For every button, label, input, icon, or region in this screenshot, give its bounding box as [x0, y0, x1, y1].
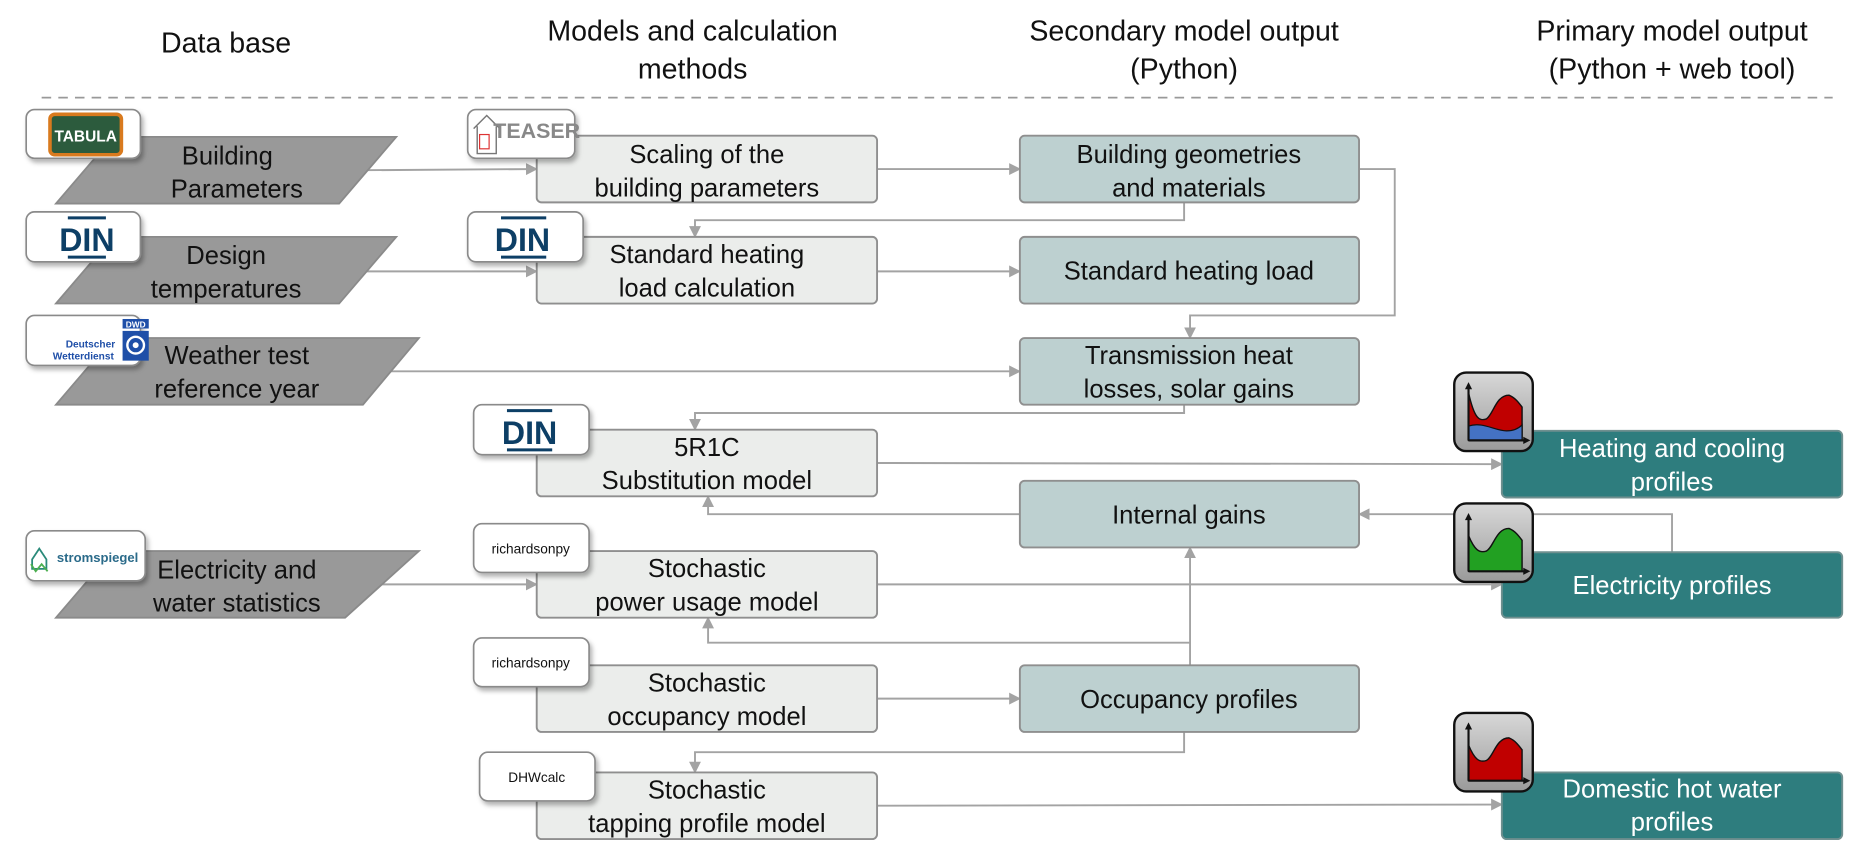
primary-electricity-profiles: Electricity profiles [1500, 551, 1844, 619]
secondary-standard-heating-load: Standard heating load [1018, 235, 1360, 305]
stromspiegel-logo: stromspiegel [25, 529, 147, 582]
dwd-logo: DWD Deutscher Wetterdienst [25, 314, 149, 367]
connectors [362, 163, 1673, 811]
svg-text:TABULA: TABULA [54, 129, 116, 146]
svg-text:DWD: DWD [126, 319, 146, 329]
secondary-internal-gains: Internal gains [1018, 479, 1360, 549]
header-secondary: Secondary model output(Python) [1029, 16, 1339, 86]
din-logo: DIN [472, 403, 590, 456]
din-logo: DIN [466, 211, 584, 263]
tabula-logo: TABULA [25, 108, 142, 160]
dhwcalc-tag: DHWcalc [478, 751, 596, 802]
svg-text:DIN: DIN [59, 222, 114, 258]
teaser-logo: TEASER [466, 108, 581, 160]
svg-text:DIN: DIN [495, 222, 550, 258]
svg-text:richardsonpy: richardsonpy [492, 541, 570, 556]
secondary-occupancy-profiles: Occupancy profiles [1018, 664, 1360, 733]
heating-cooling-chart-icon [1453, 371, 1534, 453]
svg-text:TEASER: TEASER [493, 119, 580, 143]
svg-text:richardsonpy: richardsonpy [492, 656, 570, 671]
electricity-chart-icon [1453, 502, 1534, 584]
svg-text:Electricity profiles: Electricity profiles [1573, 572, 1772, 600]
svg-text:Deutscher: Deutscher [66, 340, 116, 351]
svg-text:Internal gains: Internal gains [1112, 502, 1266, 530]
svg-text:Wetterdienst: Wetterdienst [53, 351, 115, 362]
svg-text:Occupancy profiles: Occupancy profiles [1080, 686, 1298, 714]
header-primary: Primary model output(Python + web tool) [1536, 16, 1807, 86]
svg-text:Standard heating load: Standard heating load [1064, 258, 1314, 286]
din-logo: DIN [25, 211, 142, 263]
svg-text:DIN: DIN [502, 415, 557, 451]
richardsonpy-tag: richardsonpy [472, 522, 590, 574]
svg-text:stromspiegel: stromspiegel [57, 550, 138, 565]
svg-text:DHWcalc: DHWcalc [508, 770, 565, 785]
richardsonpy-tag: richardsonpy [472, 637, 590, 688]
hot-water-chart-icon [1453, 711, 1534, 793]
header-data-base: Data base [161, 27, 291, 59]
